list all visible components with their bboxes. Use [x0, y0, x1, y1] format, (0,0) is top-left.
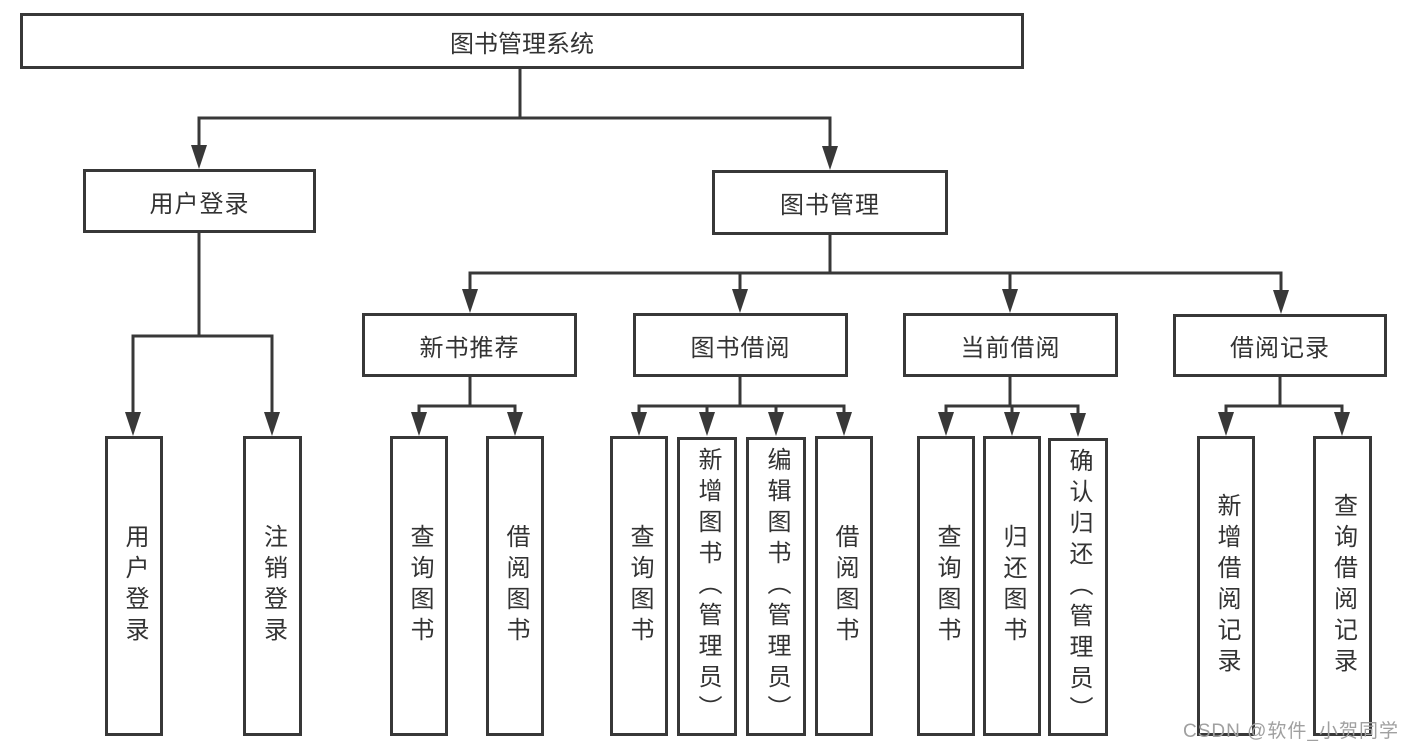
csdn-watermark: CSDN @软件_小贺同学 — [1183, 721, 1399, 742]
node-book-borrow: 图书借阅 — [633, 313, 848, 377]
leaf-confirm-return-admin: 确认归还（管理员） — [1048, 438, 1108, 736]
leaf-borrow-book-1: 借阅图书 — [486, 436, 544, 736]
leaf-query-book-3: 查询图书 — [917, 436, 975, 736]
leaf-query-book-1: 查询图书 — [390, 436, 448, 736]
leaf-add-borrow-record: 新增借阅记录 — [1197, 436, 1255, 736]
leaf-return-book: 归还图书 — [983, 436, 1041, 736]
leaf-user-login: 用户登录 — [105, 436, 163, 736]
leaf-borrow-book-2: 借阅图书 — [815, 436, 873, 736]
node-borrow-record: 借阅记录 — [1173, 314, 1387, 377]
leaf-query-book-2: 查询图书 — [610, 436, 668, 736]
node-new-book-recommend: 新书推荐 — [362, 313, 577, 377]
leaf-edit-book-admin: 编辑图书（管理员） — [746, 437, 806, 736]
leaf-logout: 注销登录 — [243, 436, 302, 736]
node-user-login: 用户登录 — [83, 169, 316, 233]
leaf-add-book-admin: 新增图书（管理员） — [677, 437, 737, 736]
node-book-management: 图书管理 — [712, 170, 948, 235]
root-node-system-title: 图书管理系统 — [20, 13, 1024, 69]
node-current-borrow: 当前借阅 — [903, 313, 1118, 377]
leaf-query-borrow-record: 查询借阅记录 — [1313, 436, 1372, 736]
